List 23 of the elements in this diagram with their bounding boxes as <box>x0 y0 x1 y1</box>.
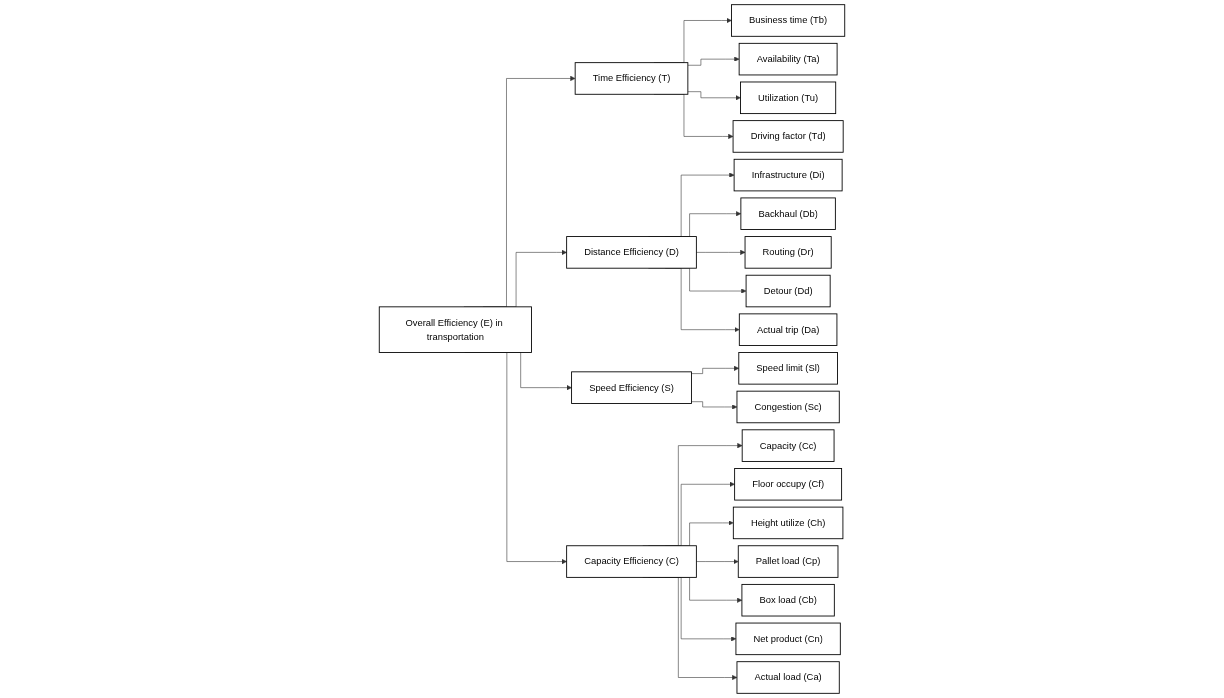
node-box: Capacity (Cc) <box>741 429 835 462</box>
node-box: Pallet load (Cp) <box>737 545 839 578</box>
node-box: Speed limit (Sl) <box>738 352 838 385</box>
node-box: Overall Efficiency (E) in transportation <box>378 306 532 353</box>
node-box: Box load (Cb) <box>741 583 835 617</box>
node-box: Congestion (Sc) <box>736 390 840 424</box>
node-box: Utilization (Tu) <box>740 81 837 115</box>
node-box: Actual load (Ca) <box>736 661 840 694</box>
node-box: Speed Efficiency (S) <box>571 371 692 404</box>
node-box: Height utilize (Ch) <box>732 506 844 540</box>
node-box: Floor occupy (Cf) <box>734 468 843 501</box>
node-box: Detour (Dd) <box>745 274 831 308</box>
node-box: Routing (Dr) <box>744 236 832 269</box>
node-box: Business time (Tb) <box>731 4 846 37</box>
node-box: Availability (Ta) <box>738 42 838 76</box>
node-box: Actual trip (Da) <box>738 313 838 346</box>
node-box: Capacity Efficiency (C) <box>566 545 697 578</box>
node-box: Driving factor (Td) <box>732 120 844 153</box>
node-box: Net product (Cn) <box>735 622 841 656</box>
node-box: Time Efficiency (T) <box>574 62 689 95</box>
node-box: Backhaul (Db) <box>740 197 836 230</box>
node-box: Distance Efficiency (D) <box>566 236 697 269</box>
node-box: Infrastructure (Di) <box>733 158 843 192</box>
